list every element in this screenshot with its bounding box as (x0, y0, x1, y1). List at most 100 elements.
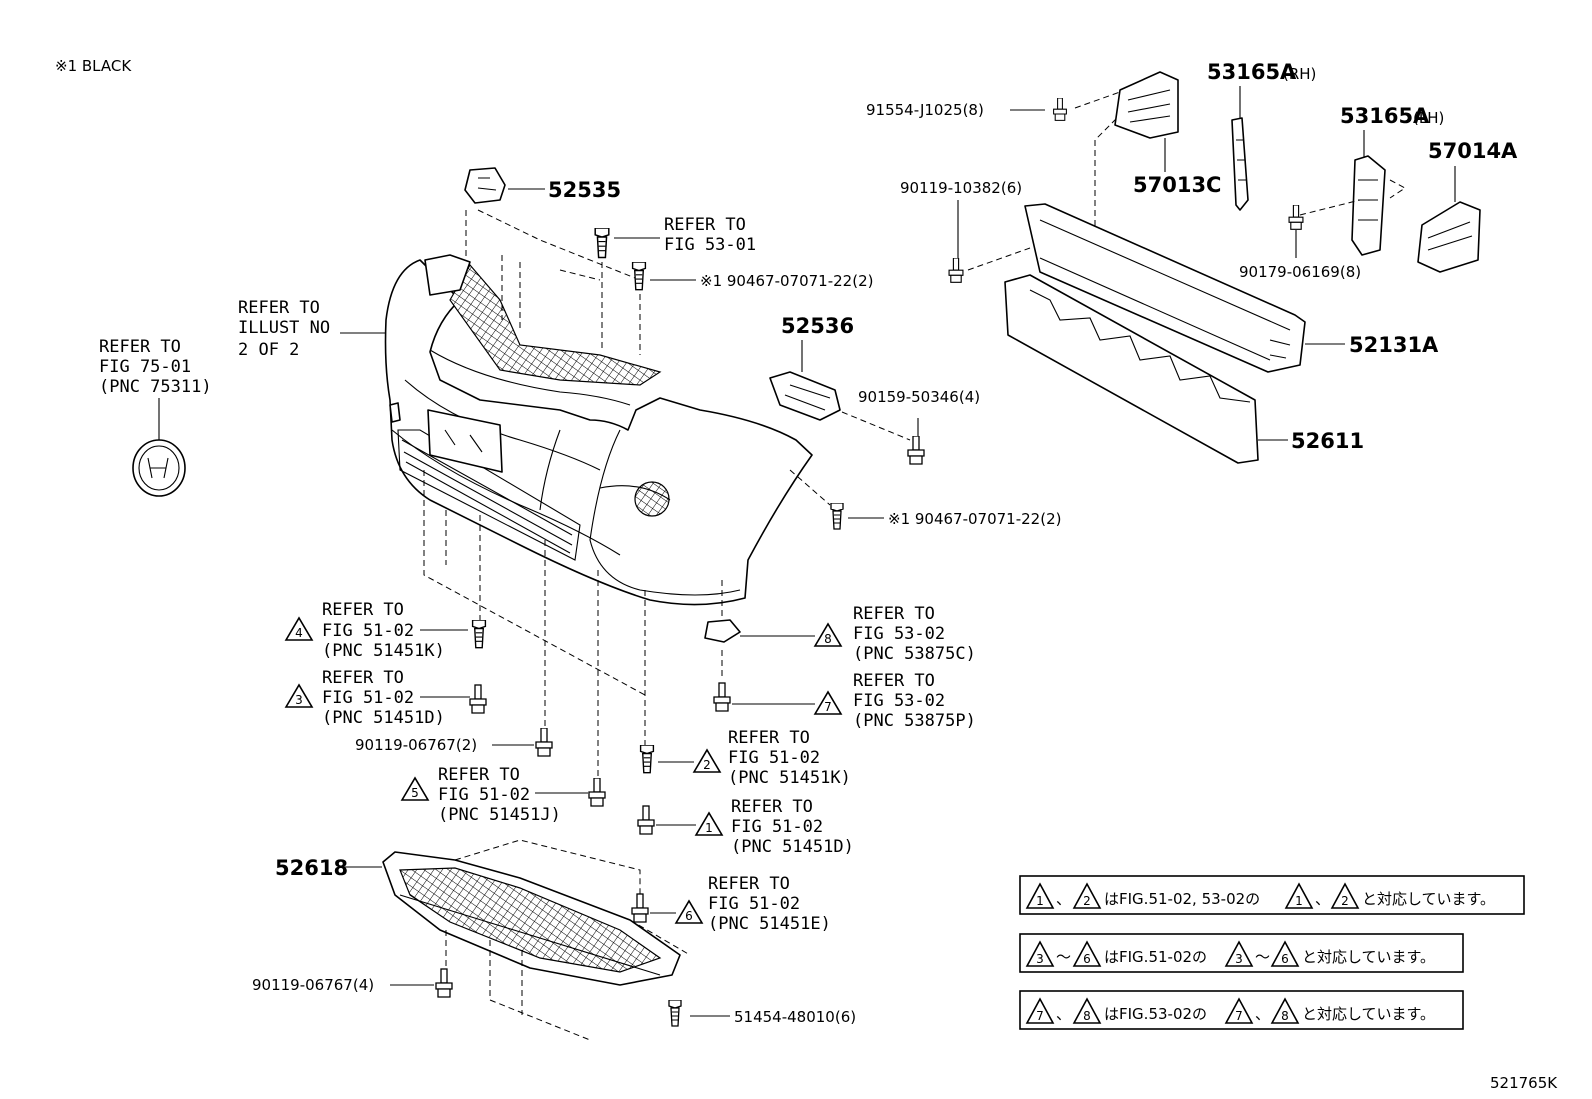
label-52536: 52536 (781, 314, 854, 338)
note1-c: 1 (1295, 894, 1303, 908)
callout-t1: 1 REFER TO FIG 51-02 (PNC 51451D) (637, 797, 854, 857)
note2-c: 3 (1235, 952, 1243, 966)
note2-sep: 〜 (1056, 948, 1071, 966)
clip-90467-right (830, 503, 844, 530)
clip-t8 (704, 619, 741, 643)
note1-text2: と対応しています。 (1362, 890, 1495, 908)
note-box-3: 7 、 8 はFIG.53-02の 7 、 8 と対応しています。 (1019, 990, 1464, 1030)
callout-t3: 3 REFER TO FIG 51-02 (PNC 51451D) (284, 668, 487, 728)
t1-ref-line2: FIG 51-02 (731, 817, 823, 837)
t1-ref-line3: (PNC 51451D) (731, 837, 854, 857)
note2-a: 3 (1036, 952, 1044, 966)
note2-text1: はFIG.51-02の (1104, 948, 1207, 966)
clip-51454 (668, 1000, 682, 1027)
t8-ref-line3: (PNC 53875C) (853, 644, 976, 664)
label-53165A-rh-side: (RH) (1283, 65, 1316, 83)
t7-ref-line3: (PNC 53875P) (853, 711, 976, 731)
t2-ref-line2: FIG 51-02 (728, 748, 820, 768)
note-black: ※1 BLACK (55, 57, 132, 75)
note1-d: 2 (1341, 894, 1349, 908)
t2-ref-line1: REFER TO (728, 728, 810, 748)
emblem-ref-line1: REFER TO (99, 337, 181, 357)
label-90119-10382: 90119-10382(6) (900, 179, 1022, 197)
callout-t5: 5 REFER TO FIG 51-02 (PNC 51451J) (400, 765, 606, 825)
callout-t6: 6 REFER TO FIG 51-02 (PNC 51451E) (631, 874, 831, 934)
tri-3: 3 (295, 693, 303, 707)
note2-text2: と対応しています。 (1302, 948, 1435, 966)
tri-1: 1 (705, 821, 713, 835)
note1-b: 2 (1083, 894, 1091, 908)
note-box-2: 3 〜 6 はFIG.51-02の 3 〜 6 と対応しています。 (1019, 933, 1464, 973)
label-52535: 52535 (548, 178, 621, 202)
emblem-ref-line2: FIG 75-01 (99, 357, 191, 377)
note-box-1: 1 、 2 はFIG.51-02, 53-02の 1 、 2 と対応しています。 (1019, 875, 1525, 915)
label-53165A-rh: 53165A (1207, 60, 1297, 84)
t3-ref-line2: FIG 51-02 (322, 688, 414, 708)
t5-ref-line1: REFER TO (438, 765, 520, 785)
note1-text1: はFIG.51-02, 53-02の (1104, 890, 1260, 908)
t1-ref-line1: REFER TO (731, 797, 813, 817)
note2-sep2: 〜 (1255, 948, 1270, 966)
label-53165A-lh-side: (LH) (1413, 109, 1444, 127)
front-bumper-cover (384, 254, 813, 606)
bolt-90159 (907, 436, 925, 465)
label-90467-right: ※1 90467-07071-22(2) (888, 510, 1061, 528)
emblem-part: REFER TO FIG 75-01 (PNC 75311) (99, 337, 212, 497)
part-52611: 52611 (1004, 274, 1364, 464)
t4-ref-line2: FIG 51-02 (322, 621, 414, 641)
t4-ref-line3: (PNC 51451K) (322, 641, 445, 661)
t3-ref-line3: (PNC 51451D) (322, 708, 445, 728)
note1-sep2: 、 (1315, 890, 1330, 908)
callout-t7: 7 REFER TO FIG 53-02 (PNC 53875P) (713, 671, 976, 731)
note2-d: 6 (1281, 952, 1289, 966)
t2-ref-line3: (PNC 51451K) (728, 768, 851, 788)
label-57013C: 57013C (1133, 173, 1221, 197)
callout-t4: 4 REFER TO FIG 51-02 (PNC 51451K) (284, 600, 487, 661)
note2-b: 6 (1083, 952, 1091, 966)
clip-90467-top (631, 262, 647, 291)
label-90179: 90179-06169(8) (1239, 263, 1361, 281)
nut-90179 (1288, 205, 1304, 231)
note3-a: 7 (1036, 1009, 1044, 1023)
t6-ref-line2: FIG 51-02 (708, 894, 800, 914)
t7-ref-line1: REFER TO (853, 671, 935, 691)
tri-2: 2 (703, 758, 711, 772)
note3-sep2: 、 (1255, 1005, 1270, 1023)
part-52535: 52535 (464, 167, 621, 204)
bolt-t6 (631, 893, 649, 923)
part-57014A: 57014A (1417, 139, 1518, 273)
t5-ref-line3: (PNC 51451J) (438, 805, 561, 825)
note3-text2: と対応しています。 (1302, 1005, 1435, 1023)
bolt-t3 (469, 684, 487, 714)
fig53-01-ref-line1: REFER TO (664, 215, 746, 235)
note3-d: 8 (1281, 1009, 1289, 1023)
t6-ref-line1: REFER TO (708, 874, 790, 894)
callout-t2: 2 REFER TO FIG 51-02 (PNC 51451K) (639, 728, 851, 788)
bolt-t7 (713, 682, 731, 712)
label-52131A: 52131A (1349, 333, 1439, 357)
note3-text1: はFIG.53-02の (1104, 1005, 1207, 1023)
illust-ref-line1: REFER TO (238, 298, 320, 318)
diagram-code: 521765K (1490, 1074, 1558, 1092)
note3-b: 8 (1083, 1009, 1091, 1023)
tri-7: 7 (824, 700, 832, 714)
tri-5: 5 (411, 786, 419, 800)
label-51454: 51454-48010(6) (734, 1008, 856, 1026)
label-52611: 52611 (1291, 429, 1364, 453)
label-90159: 90159-50346(4) (858, 388, 980, 406)
clip-fig53-01 (594, 228, 610, 259)
label-90119-06767-4: 90119-06767(4) (252, 976, 374, 994)
illust-ref-line2: ILLUST NO (238, 318, 330, 338)
label-52618: 52618 (275, 856, 348, 880)
t8-ref-line1: REFER TO (853, 604, 935, 624)
fig53-01-ref-line2: FIG 53-01 (664, 235, 756, 255)
bolt-90119-06767-4 (435, 968, 453, 998)
label-90119-06767-2: 90119-06767(2) (355, 736, 477, 754)
part-53165A-lh: 53165A (LH) (1340, 104, 1444, 256)
emblem-ref-line3: (PNC 75311) (99, 377, 212, 397)
note1-a: 1 (1036, 894, 1044, 908)
t8-ref-line2: FIG 53-02 (853, 624, 945, 644)
clip-t4 (471, 620, 487, 649)
t3-ref-line1: REFER TO (322, 668, 404, 688)
